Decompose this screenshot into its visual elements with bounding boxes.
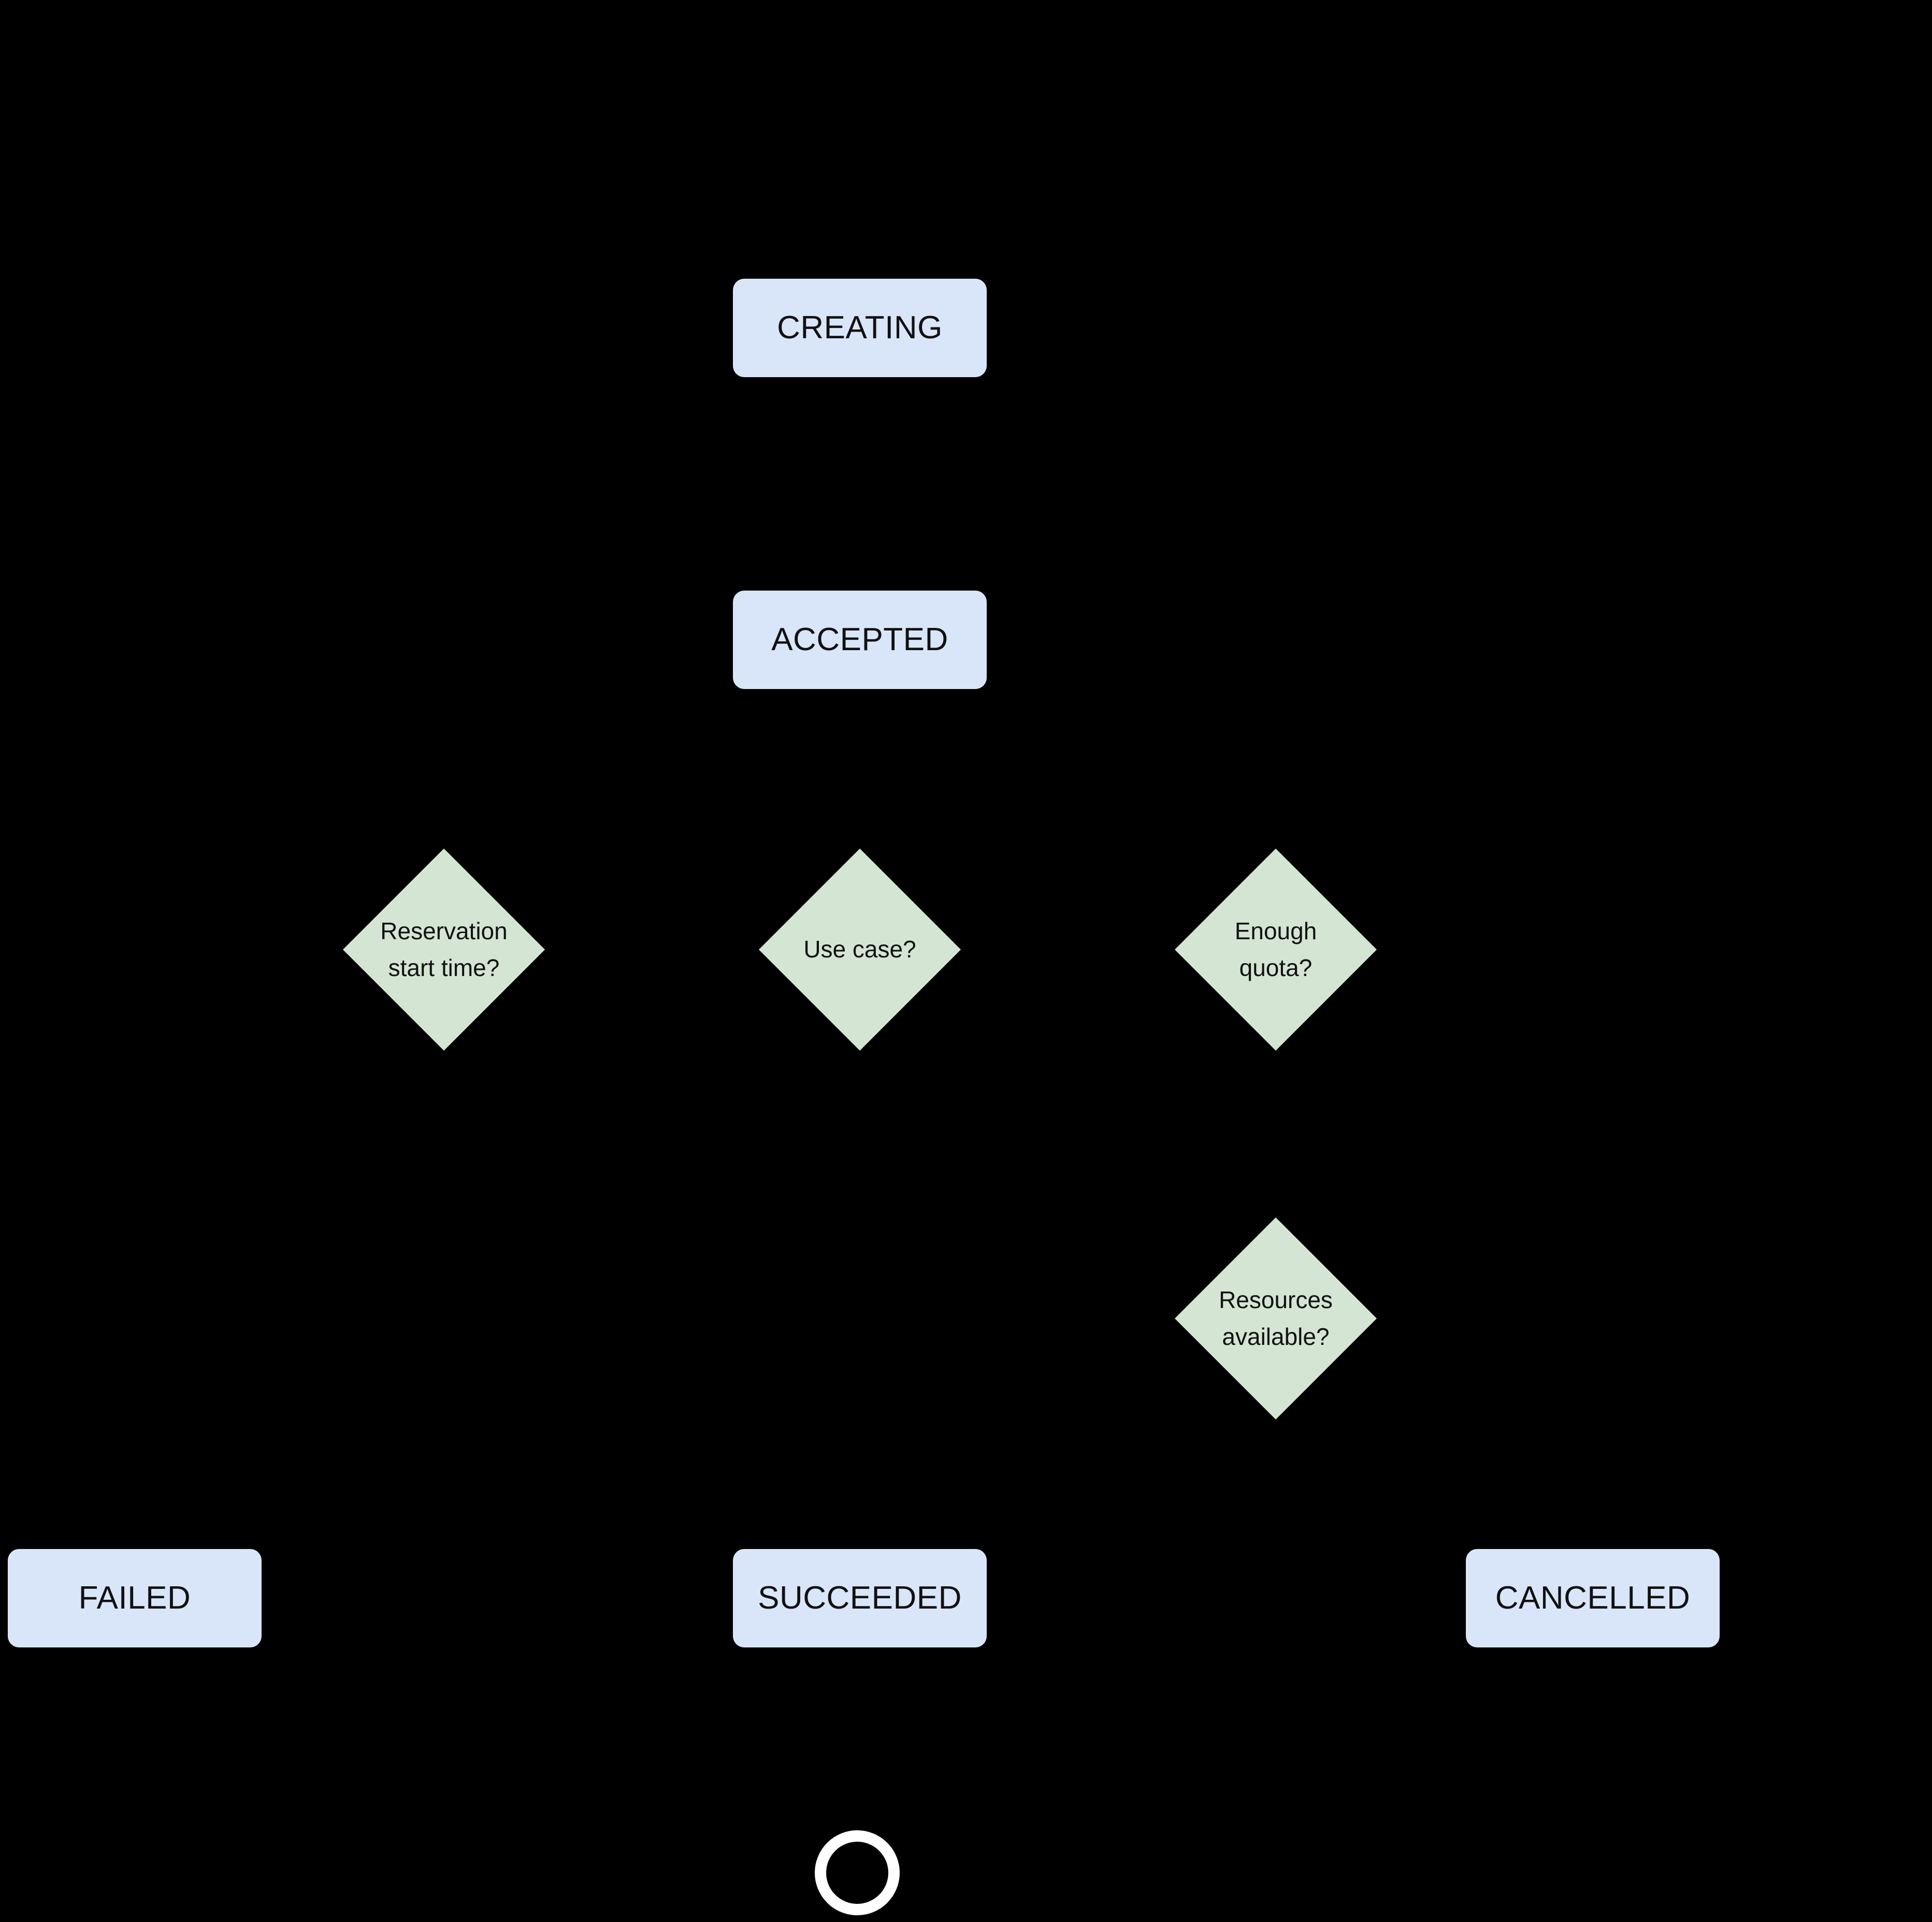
decision-reservation-start-time[interactable]: Reservation start time? xyxy=(343,849,545,1051)
state-label-cancelled: CANCELLED xyxy=(1495,1580,1691,1616)
edge-resources-available-to-cancelled xyxy=(1274,1419,1602,1549)
diamond-shape-icon xyxy=(1175,849,1377,1051)
diamond-shape-icon xyxy=(759,849,961,1051)
edge-accepted-to-enough-quota xyxy=(858,689,1285,849)
edge-reservation-start-time-to-failed xyxy=(125,1051,445,1549)
state-box-failed[interactable]: FAILED xyxy=(8,1549,262,1647)
state-label-creating: CREATING xyxy=(777,310,943,346)
state-label-failed: FAILED xyxy=(78,1580,191,1616)
end-node-circle-icon[interactable] xyxy=(815,1830,900,1915)
decision-resources-available[interactable]: Resources available? xyxy=(1175,1217,1377,1419)
state-label-accepted: ACCEPTED xyxy=(771,622,948,657)
state-box-succeeded[interactable]: SUCCEEDED xyxy=(733,1549,987,1647)
decision-enough-quota[interactable]: Enough quota? xyxy=(1175,849,1377,1051)
state-label-succeeded: SUCCEEDED xyxy=(758,1580,962,1616)
edge-succeeded-to-end-node xyxy=(850,1647,869,1830)
edge-accepted-to-reservation-start-time xyxy=(435,689,861,849)
diamond-shape-icon xyxy=(343,849,545,1051)
edge-use-case-to-succeeded xyxy=(850,1051,869,1549)
state-box-cancelled[interactable]: CANCELLED xyxy=(1466,1549,1720,1647)
edge-creating-to-accepted xyxy=(850,377,869,591)
state-box-accepted[interactable]: ACCEPTED xyxy=(733,591,987,689)
diamond-shape-icon xyxy=(1175,1217,1377,1419)
edge-enough-quota-to-resources-available xyxy=(1266,1051,1285,1217)
decision-use-case[interactable]: Use case? xyxy=(759,849,961,1051)
edge-accepted-to-use-case xyxy=(850,689,869,849)
state-box-creating[interactable]: CREATING xyxy=(733,279,987,377)
